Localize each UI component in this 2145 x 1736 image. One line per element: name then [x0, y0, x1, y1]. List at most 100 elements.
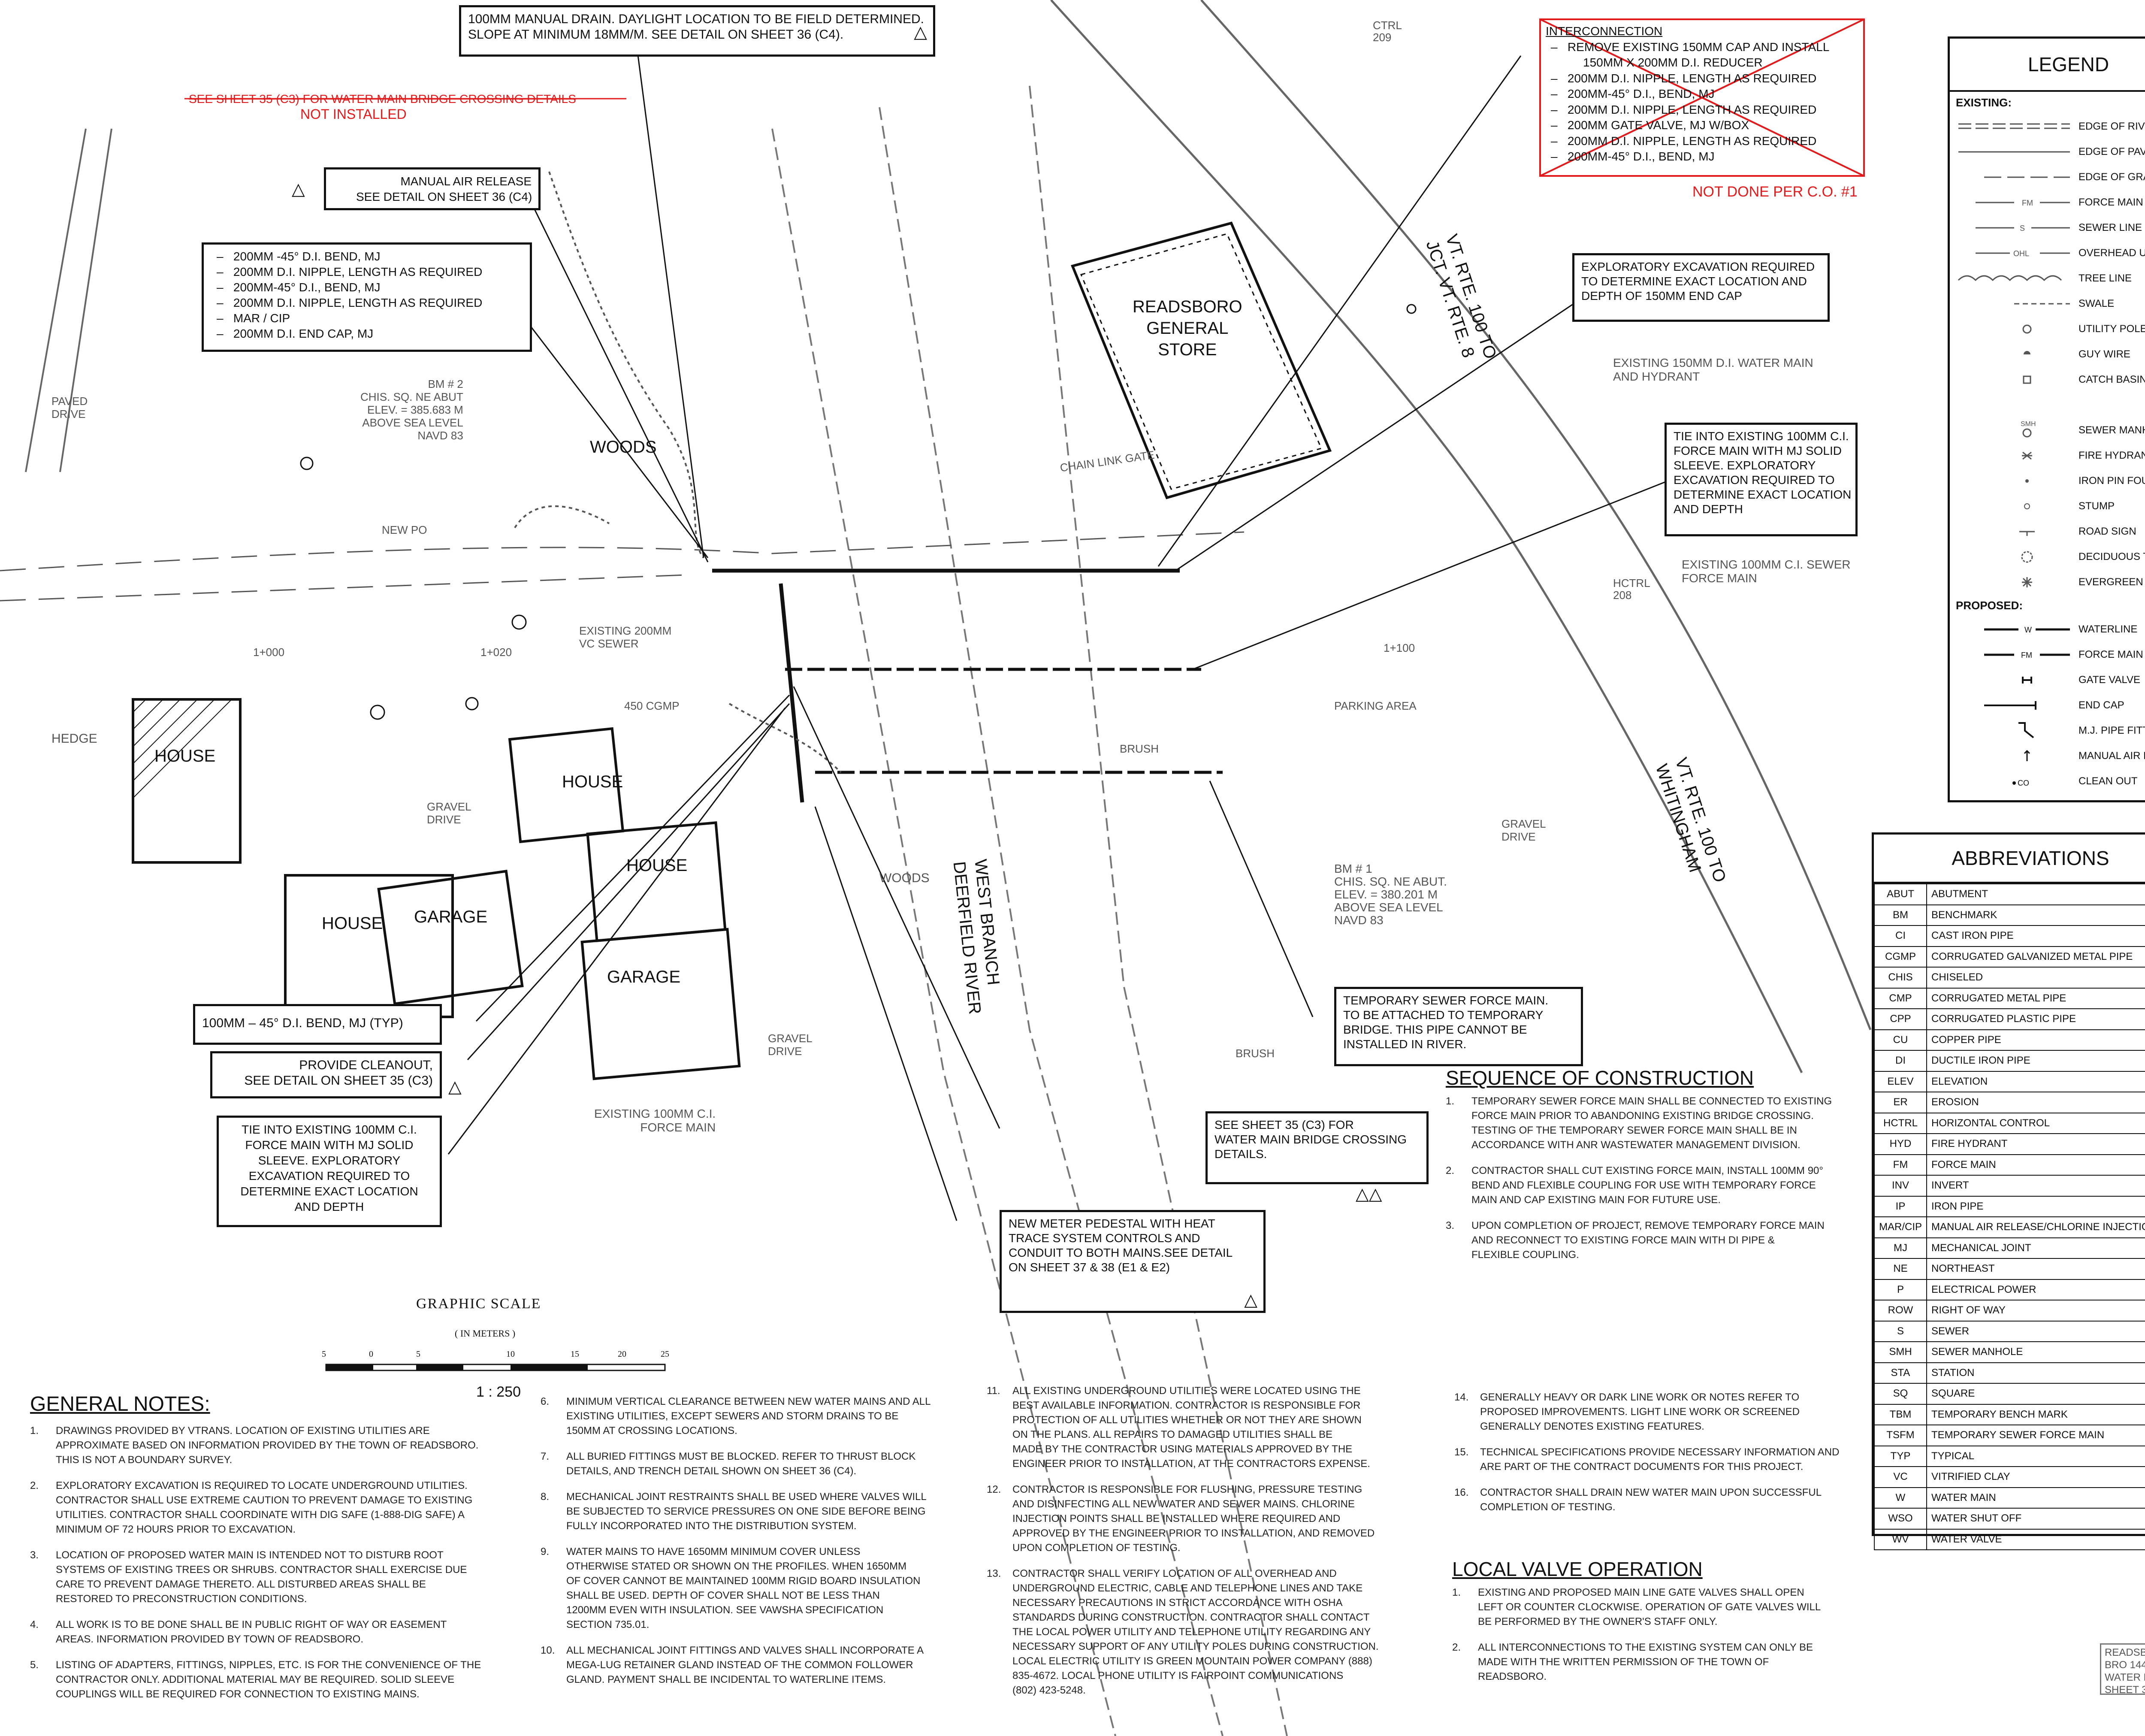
note-number: 14.: [1454, 1391, 1469, 1403]
garage-label-2: GARAGE: [607, 968, 681, 986]
abbreviation-code: MJ: [1873, 1237, 1927, 1259]
new-pole-label: NEW PO: [382, 523, 427, 536]
note-text: TECHNICAL SPECIFICATIONS PROVIDE NECESSA…: [1480, 1446, 1840, 1473]
meter-pedestal-callout: NEW METER PEDESTAL WITH HEAT TRACE SYSTE…: [1000, 1210, 1266, 1313]
brush-label-1: BRUSH: [1120, 742, 1159, 755]
abbreviations-title: ABBREVIATIONS: [1874, 835, 2145, 883]
legend-row: DECIDUOUS TREE: [1950, 544, 2145, 569]
legend-row: MANUAL AIR RELEASE: [1950, 743, 2145, 768]
abbreviation-meaning: WATER SHUT OFF: [1926, 1508, 2145, 1530]
abbreviation-meaning: WATER MAIN: [1926, 1487, 2145, 1509]
note-number: 16.: [1454, 1487, 1469, 1498]
note-text: TEMPORARY SEWER FORCE MAIN SHALL BE CONN…: [1471, 1095, 1832, 1151]
abbreviation-code: VC: [1873, 1466, 1927, 1488]
note-text: WATER MAINS TO HAVE 1650MM MINIMUM COVER…: [566, 1546, 921, 1630]
title-block: READSBORO BRO 1441(25) WATER MAIN B SHEE…: [2100, 1643, 2145, 1695]
note-text: EXPLORATORY EXCAVATION IS REQUIRED TO LO…: [56, 1480, 473, 1535]
abbreviation-meaning: MECHANICAL JOINT: [1926, 1237, 2145, 1259]
note-number: 2.: [30, 1480, 39, 1491]
note-text: UPON COMPLETION OF PROJECT, REMOVE TEMPO…: [1471, 1220, 1825, 1261]
tie-in-callout-left: TIE INTO EXISTING 100MM C.I. FORCE MAIN …: [217, 1116, 442, 1227]
abbreviation-meaning: WATER VALVE: [1926, 1528, 2145, 1550]
note-number: 11.: [987, 1385, 1000, 1397]
existing-150-label: EXISTING 150MM D.I. WATER MAIN AND HYDRA…: [1613, 356, 1813, 383]
svg-text:S: S: [2020, 224, 2025, 233]
abbreviation-code: INV: [1873, 1175, 1927, 1197]
abbreviation-code: WSO: [1873, 1508, 1927, 1530]
garage-label-1: GARAGE: [414, 907, 488, 926]
interconnection-title: INTERCONNECTION: [1546, 24, 1663, 38]
temp-sewer-callout: TEMPORARY SEWER FORCE MAIN. TO BE ATTACH…: [1334, 987, 1583, 1066]
revision-triangle-icon: △: [448, 1077, 462, 1096]
note-number: 15.: [1454, 1446, 1469, 1458]
legend-row: M.J. PIPE FITTINGS: [1950, 718, 2145, 743]
revision-triangles: △△: [1356, 1185, 1382, 1204]
legend-panel: LEGEND EXISTING: EDGE OF RIVER EDGE OF P…: [1948, 36, 2145, 802]
scale-ratio: 1 : 250: [476, 1384, 521, 1400]
note-item: 3.UPON COMPLETION OF PROJECT, REMOVE TEM…: [1446, 1219, 1870, 1262]
abbreviation-meaning: IRON PIPE: [1926, 1195, 2145, 1217]
control-208-label: HCTRL 208: [1613, 577, 1650, 602]
note-number: 4.: [30, 1619, 39, 1630]
abbreviation-meaning: VITRIFIED CLAY: [1926, 1466, 2145, 1488]
abbreviation-code: SMH: [1873, 1341, 1927, 1363]
abbreviation-meaning: INVERT: [1926, 1175, 2145, 1197]
graphic-scale-bar: [325, 1364, 666, 1371]
note-number: 7.: [541, 1451, 550, 1462]
note-item: 14.GENERALLY HEAVY OR DARK LINE WORK OR …: [1454, 1390, 1866, 1434]
parking-label: PARKING AREA: [1334, 699, 1417, 712]
svg-text:OHL: OHL: [2013, 249, 2029, 258]
legend-row: CATCH BASIN: [1950, 367, 2145, 392]
note-item: 8.MECHANICAL JOINT RESTRAINTS SHALL BE U…: [541, 1490, 970, 1533]
station-1000-label: 1+000: [253, 646, 285, 659]
drain-callout: 100MM MANUAL DRAIN. DAYLIGHT LOCATION TO…: [459, 5, 935, 57]
abbreviation-code: MAR/CIP: [1873, 1216, 1927, 1238]
interconnection-cancel-x: [1540, 18, 1864, 177]
abbreviation-code: TSFM: [1873, 1424, 1927, 1446]
abbreviation-code: CPP: [1873, 1008, 1927, 1030]
buildings: [132, 698, 741, 1080]
note-text: ALL INTERCONNECTIONS TO THE EXISTING SYS…: [1478, 1642, 1813, 1682]
legend-row: [1950, 392, 2145, 417]
legend-row: END CAP: [1950, 693, 2145, 718]
legend-row: STUMP: [1950, 493, 2145, 519]
abbreviation-meaning: RIGHT OF WAY: [1926, 1300, 2145, 1322]
gravel-drive-label-2: GRAVEL DRIVE: [1502, 817, 1546, 843]
graphic-scale-title: GRAPHIC SCALE: [416, 1296, 541, 1312]
abbreviation-code: CMP: [1873, 987, 1927, 1009]
valve-operation-title: LOCAL VALVE OPERATION: [1452, 1558, 1703, 1580]
note-item: 5.LISTING OF ADAPTERS, FITTINGS, NIPPLES…: [30, 1658, 515, 1702]
legend-row: EVERGREEN TREE: [1950, 569, 2145, 595]
abbreviation-meaning: DUCTILE IRON PIPE: [1926, 1050, 2145, 1072]
note-text: CONTRACTOR SHALL DRAIN NEW WATER MAIN UP…: [1480, 1487, 1822, 1513]
abbreviation-meaning: TYPICAL: [1926, 1445, 2145, 1467]
abbreviation-meaning: TEMPORARY BENCH MARK: [1926, 1403, 2145, 1425]
brush-label-2: BRUSH: [1236, 1047, 1275, 1060]
abbreviation-meaning: MANUAL AIR RELEASE/CHLORINE INJECTION PO…: [1926, 1216, 2145, 1238]
control-209-label: CTRL 209: [1373, 19, 1402, 44]
not-installed-label: NOT INSTALLED: [300, 106, 407, 122]
abbreviation-code: NE: [1873, 1258, 1927, 1280]
note-item: 16. CONTRACTOR SHALL DRAIN NEW WATER MAIN…: [1454, 1485, 1866, 1515]
note-item: 7.ALL BURIED FITTINGS MUST BE BLOCKED. R…: [541, 1449, 970, 1479]
abbreviation-meaning: EROSION: [1926, 1092, 2145, 1113]
legend-existing-label: EXISTING:: [1956, 96, 2012, 109]
abbreviation-code: STA: [1873, 1362, 1927, 1384]
bend-typ-callout: 100MM – 45° D.I. BEND, MJ (TYP): [193, 1004, 442, 1045]
abbreviation-meaning: BENCHMARK: [1926, 904, 2145, 926]
